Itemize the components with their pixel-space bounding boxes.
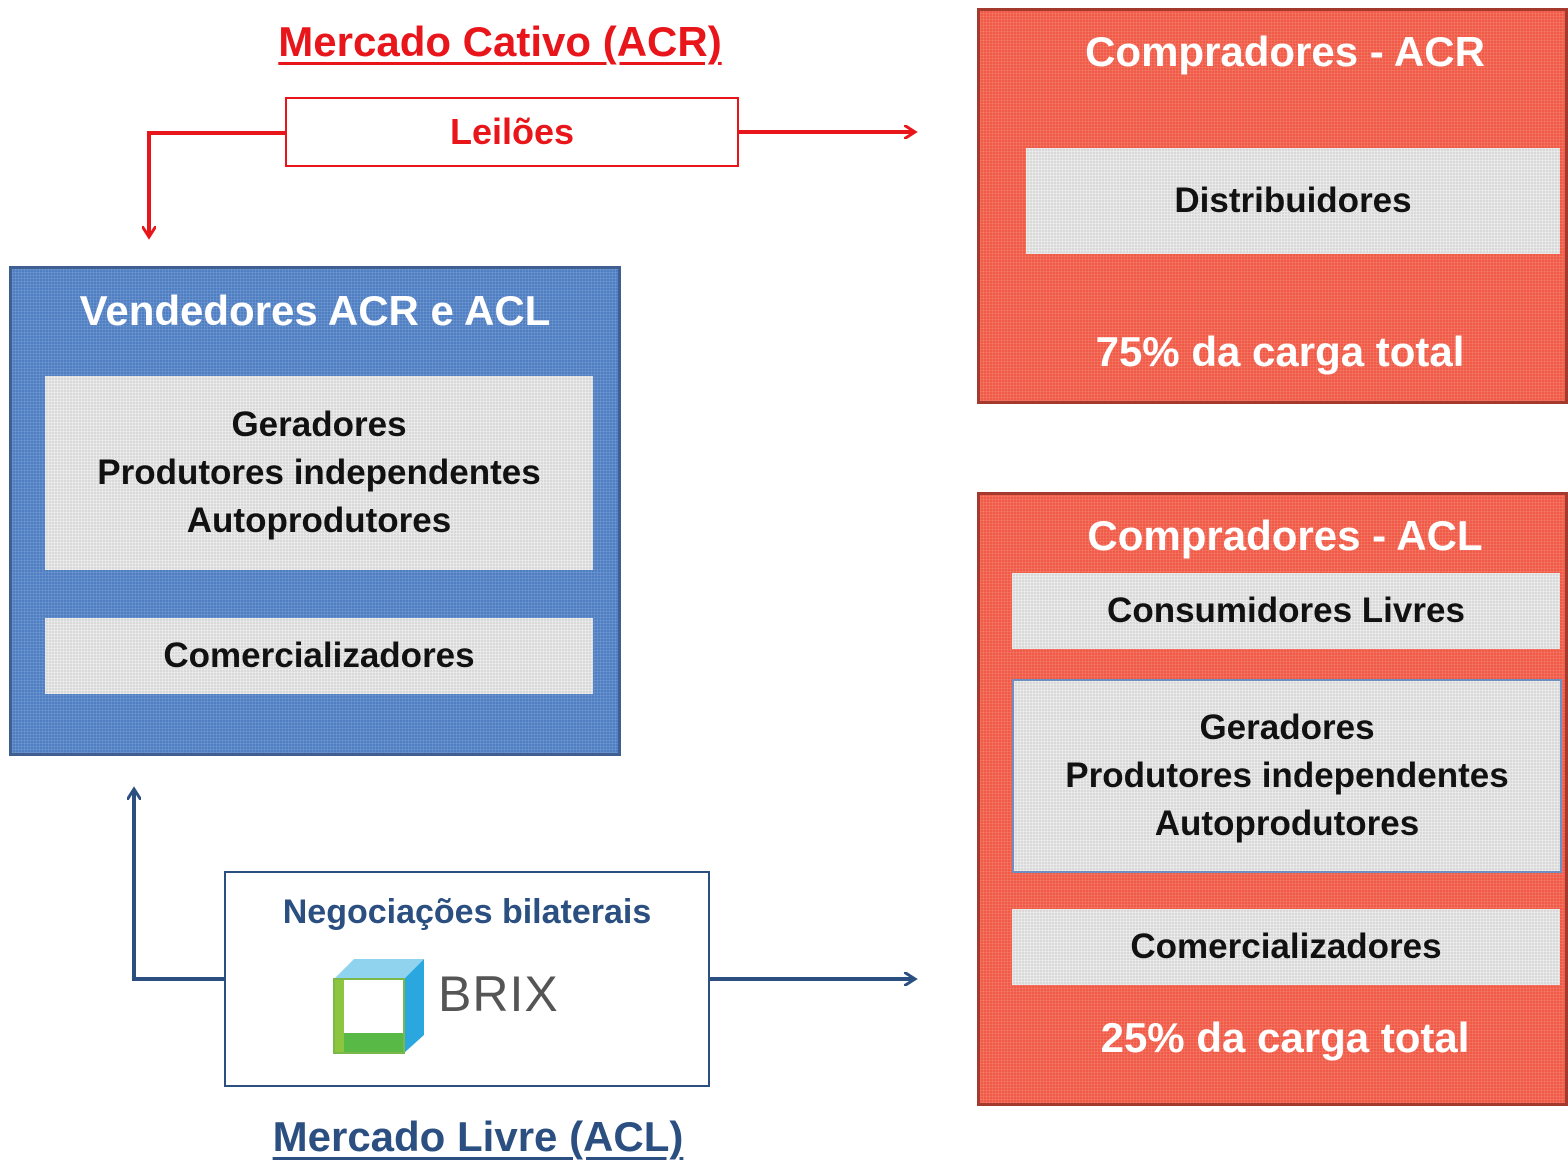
sellers-generators-box: Geradores Produtores independentes Autop…: [45, 376, 593, 570]
sellers-panel: Vendedores ACR e ACL Geradores Produtore…: [9, 266, 621, 756]
acl-load-share: 25% da carga total: [1100, 1014, 1470, 1061]
buyers-acl-title: Compradores - ACL: [1087, 512, 1483, 559]
acl-market-title: Mercado Livre (ACL): [272, 1113, 684, 1160]
distributors-label: Distribuidores: [1174, 181, 1412, 220]
buyers-traders-box: Comercializadores: [1012, 909, 1560, 985]
free-consumers-label: Consumidores Livres: [1107, 591, 1465, 630]
bilateral-negotiations-box: Negociações bilaterais BRIX: [224, 871, 710, 1087]
acr-market-title: Mercado Cativo (ACR): [278, 18, 722, 65]
brix-logo-text: BRIX: [438, 966, 559, 1022]
free-consumers-box: Consumidores Livres: [1012, 573, 1560, 649]
buyers-acr-panel: Compradores - ACR Distribuidores 75% da …: [977, 8, 1568, 404]
sellers-traders-box: Comercializadores: [45, 618, 593, 694]
buyers-traders-label: Comercializadores: [1130, 927, 1442, 966]
auction-box: Leilões: [285, 97, 739, 167]
sellers-traders-label: Comercializadores: [163, 636, 475, 675]
buyers-self-producers-label: Autoprodutores: [1154, 804, 1420, 843]
auction-label: Leilões: [449, 111, 575, 152]
brix-logo-icon: [333, 959, 424, 1054]
sellers-independent-producers-label: Produtores independentes: [97, 453, 541, 492]
buyers-generators-label: Geradores: [1199, 708, 1375, 747]
acr-load-share: 75% da carga total: [1095, 328, 1465, 375]
sellers-self-producers-label: Autoprodutores: [186, 501, 452, 540]
sellers-title: Vendedores ACR e ACL: [79, 287, 551, 334]
acl-to-sellers-arrow: [134, 790, 224, 981]
buyers-generators-box: Geradores Produtores independentes Autop…: [1012, 679, 1562, 873]
buyers-acr-title: Compradores - ACR: [1085, 28, 1485, 75]
acr-to-sellers-arrow: [149, 131, 286, 236]
distributors-box: Distribuidores: [1026, 148, 1560, 254]
buyers-acl-panel: Compradores - ACL Consumidores Livres Ge…: [977, 492, 1568, 1106]
buyers-independent-producers-label: Produtores independentes: [1065, 756, 1509, 795]
sellers-generators-label: Geradores: [231, 405, 407, 444]
bilateral-negotiations-label: Negociações bilaterais: [282, 892, 652, 931]
